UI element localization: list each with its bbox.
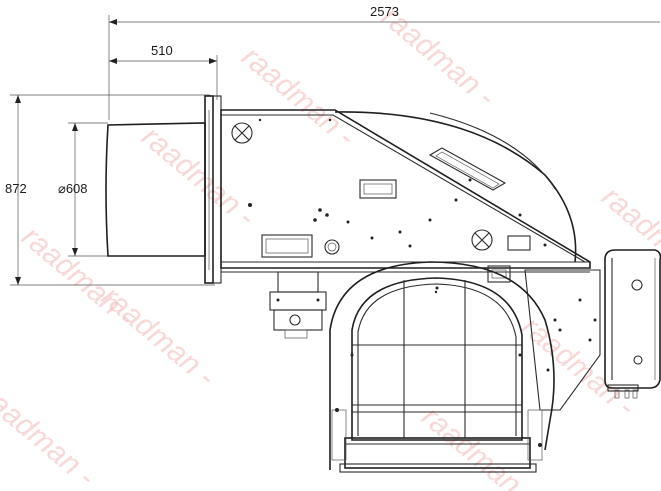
overall-length-label: 2573 xyxy=(370,4,399,19)
servo-motor xyxy=(487,265,511,283)
height-label: 872 xyxy=(5,181,27,196)
fan-housing xyxy=(329,261,555,473)
dimension-front-length: 510 xyxy=(109,43,218,100)
front-length-label: 510 xyxy=(151,43,173,58)
blast-tube xyxy=(105,95,222,284)
watermark-7: raadman - xyxy=(516,310,642,423)
dimension-overall-length: 2573 xyxy=(108,4,660,120)
dimension-height: 872 xyxy=(5,94,215,286)
dimension-diameter: ⌀608 xyxy=(58,122,108,257)
control-panel xyxy=(604,249,661,399)
watermark-3: raadman - xyxy=(136,120,262,233)
burner-housing xyxy=(220,109,591,273)
valve-assembly xyxy=(269,271,327,339)
watermark-6: raadman - xyxy=(96,280,222,393)
side-bracket xyxy=(524,269,601,411)
diameter-label: ⌀608 xyxy=(58,181,88,196)
watermark-5: raadman - xyxy=(0,380,101,491)
watermark-2: raadman - xyxy=(236,40,362,153)
